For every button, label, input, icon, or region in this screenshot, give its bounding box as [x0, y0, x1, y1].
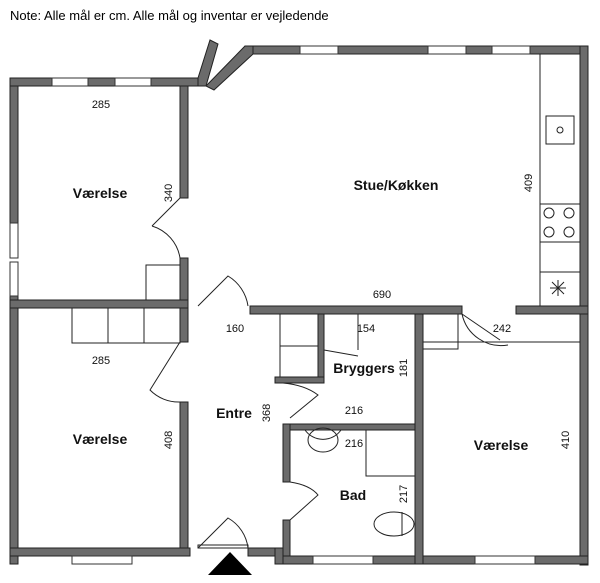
- dimension-label: 242: [493, 323, 511, 335]
- room-labels: Værelse Stue/Køkken Værelse Entre Brygge…: [73, 177, 529, 503]
- dimension-label: 340: [163, 184, 175, 202]
- dimension-label: 217: [398, 485, 410, 503]
- dimension-label: 285: [92, 99, 110, 111]
- room-label-stue-kokken: Stue/Køkken: [354, 177, 439, 193]
- note-text: Note: Alle mål er cm. Alle mål og invent…: [10, 8, 329, 23]
- entrance-arrow-icon: [208, 552, 252, 575]
- dimension-label: 285: [92, 355, 110, 367]
- room-label-bryggers: Bryggers: [333, 360, 395, 376]
- dimension-label: 181: [398, 359, 410, 377]
- dimension-label: 160: [226, 323, 244, 335]
- dimension-label: 216: [345, 438, 363, 450]
- room-label-bad: Bad: [340, 487, 366, 503]
- dimension-label: 154: [357, 323, 375, 335]
- dimension-label: 216: [345, 405, 363, 417]
- dimension-label: 409: [523, 174, 535, 192]
- dimension-labels: 285 340 409 690 160 154 242 285 181 368 …: [92, 99, 572, 503]
- dimension-label: 368: [261, 404, 273, 422]
- windows: [9, 45, 536, 565]
- dimension-label: 408: [163, 431, 175, 449]
- room-label-vaerelse-right: Værelse: [474, 437, 529, 453]
- dimension-label: 690: [373, 289, 391, 301]
- walls: [9, 39, 589, 566]
- dimension-label: 410: [560, 431, 572, 449]
- room-label-vaerelse-top-left: Værelse: [73, 185, 128, 201]
- room-label-entre: Entre: [216, 405, 252, 421]
- doors: [149, 197, 509, 575]
- room-label-vaerelse-bottom-left: Værelse: [73, 431, 128, 447]
- furniture: [71, 53, 580, 537]
